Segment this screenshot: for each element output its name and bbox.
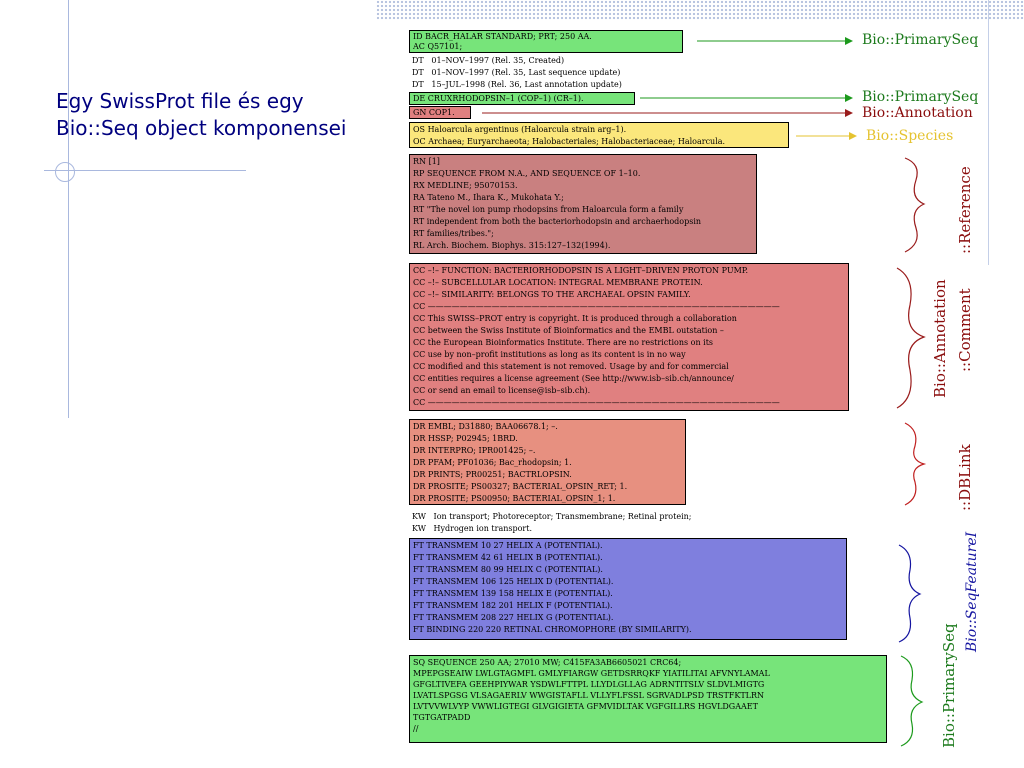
record-line: FT TRANSMEM 42 61 HELIX B (POTENTIAL).	[413, 553, 603, 562]
sequence-box: SQ SEQUENCE 250 AA; 27010 MW; C415FA3AB6…	[409, 655, 887, 743]
record-line: KW Ion transport; Photoreceptor; Transme…	[412, 512, 692, 521]
record-line: DT 15–JUL–1998 (Rel. 36, Last annotation…	[412, 80, 622, 89]
record-line: CC the European Bioinformatics Institute…	[413, 338, 714, 347]
record-line: ID BACR_HALAR STANDARD; PRT; 250 AA.	[413, 32, 592, 41]
record-line: OC Archaea; Euryarchaeota; Halobacterial…	[413, 137, 726, 146]
feature-box: FT TRANSMEM 10 27 HELIX A (POTENTIAL). F…	[409, 538, 847, 640]
record-line: DT 01–NOV–1997 (Rel. 35, Last sequence u…	[412, 68, 621, 77]
record-line: RL Arch. Biochem. Biophys. 315:127–132(1…	[413, 241, 611, 250]
record-line: DR PROSITE; PS00950; BACTERIAL_OPSIN_1; …	[413, 494, 616, 503]
record-line: CC use by non–profit institutions as lon…	[413, 350, 686, 359]
record-line: GFGLTIVEFA GEEHPIYWAR YSDWLFTTPL LLYDLGL…	[413, 680, 765, 689]
slide-title: Egy SwissProt file és egy Bio::Seq objec…	[56, 88, 396, 142]
record-line: CC —————————————————————————————————————…	[413, 398, 780, 407]
dotted-header-band	[376, 0, 1024, 20]
record-line: FT BINDING 220 220 RETINAL CHROMOPHORE (…	[413, 625, 692, 634]
record-line: CC This SWISS–PROT entry is copyright. I…	[413, 314, 737, 323]
label-primaryseq-2: Bio::PrimarySeq	[862, 89, 979, 105]
record-line: RT families/tribes.";	[413, 229, 494, 238]
record-line: AC Q57101;	[413, 42, 463, 51]
record-line: FT TRANSMEM 106 125 HELIX D (POTENTIAL).	[413, 577, 614, 586]
decorative-circle	[55, 162, 75, 182]
de-box: DE CRUXRHODOPSIN–1 (COP–1) (CR–1).	[409, 92, 635, 105]
record-line: DR EMBL; D31880; BAA06678.1; –.	[413, 422, 558, 431]
reference-box: RN [1] RP SEQUENCE FROM N.A., AND SEQUEN…	[409, 154, 757, 254]
label-annotation: Bio::Annotation	[862, 105, 973, 121]
record-line: //	[413, 724, 419, 733]
label-comment: ::Comment	[956, 288, 974, 372]
record-line: LVTVVWLVYP VWWLIGTEGI GLVGIGIETA GFMVIDL…	[413, 702, 758, 711]
label-primaryseq-vertical: Bio::PrimarySeq	[940, 623, 958, 748]
record-line: RT independent from both the bacteriorho…	[413, 217, 702, 226]
record-line: CC —————————————————————————————————————…	[413, 302, 780, 311]
record-line: CC –!– SUBCELLULAR LOCATION: INTEGRAL ME…	[413, 278, 703, 287]
label-dblink: ::DBLink	[956, 444, 974, 511]
gn-box: GN COP1.	[409, 106, 471, 119]
record-line: DR HSSP; P02945; 1BRD.	[413, 434, 518, 443]
label-seqfeature: Bio::SeqFeatureI	[964, 531, 980, 652]
record-line: TGTGATPADD	[413, 713, 471, 722]
record-line: FT TRANSMEM 139 158 HELIX E (POTENTIAL).	[413, 589, 613, 598]
record-line: KW Hydrogen ion transport.	[412, 524, 533, 533]
record-line: RX MEDLINE; 95070153.	[413, 181, 518, 190]
label-bio-annotation-vertical: Bio::Annotation	[931, 279, 949, 398]
id-ac-box: ID BACR_HALAR STANDARD; PRT; 250 AA. AC …	[409, 30, 683, 53]
record-line: CC between the Swiss Institute of Bioinf…	[413, 326, 724, 335]
brace-dblink	[904, 422, 927, 506]
label-primaryseq-1: Bio::PrimarySeq	[862, 32, 979, 48]
record-line: GN COP1.	[413, 108, 455, 117]
record-line: DE CRUXRHODOPSIN–1 (COP–1) (CR–1).	[413, 94, 584, 103]
record-line: RP SEQUENCE FROM N.A., AND SEQUENCE OF 1…	[413, 169, 641, 178]
record-line: MPEPGSEAIW LWLGTAGMFL GMLYFIARGW GETDSRR…	[413, 669, 770, 678]
record-line: RT "The novel ion pump rhodopsins from H…	[413, 205, 684, 214]
brace-reference	[904, 157, 926, 253]
record-line: FT TRANSMEM 80 99 HELIX C (POTENTIAL).	[413, 565, 603, 574]
brace-seqfeature	[898, 544, 922, 643]
label-reference: ::Reference	[956, 166, 974, 254]
record-line: FT TRANSMEM 182 201 HELIX F (POTENTIAL).	[413, 601, 613, 610]
record-line: FT TRANSMEM 208 227 HELIX G (POTENTIAL).	[413, 613, 614, 622]
record-line: SQ SEQUENCE 250 AA; 27010 MW; C415FA3AB6…	[413, 658, 682, 667]
brace-comment	[896, 267, 926, 409]
record-line: LVATLSPGSG VLSAGAERLV WWGISTAFLL VLLYFLF…	[413, 691, 764, 700]
decorative-right-line	[988, 0, 989, 265]
record-line: DR INTERPRO; IPR001425; –.	[413, 446, 536, 455]
record-line: OS Haloarcula argentinus (Haloarcula str…	[413, 125, 627, 134]
slide-title-line-1: Egy SwissProt file és egy	[56, 89, 304, 113]
record-line: RN [1]	[413, 157, 440, 166]
brace-primaryseq	[900, 655, 924, 747]
label-species: Bio::Species	[866, 128, 954, 144]
os-oc-box: OS Haloarcula argentinus (Haloarcula str…	[409, 122, 789, 148]
decorative-horizontal-line	[44, 170, 246, 171]
record-line: CC –!– SIMILARITY: BELONGS TO THE ARCHAE…	[413, 290, 691, 299]
record-line: RA Tateno M., Ihara K., Mukohata Y.;	[413, 193, 564, 202]
record-line: DR PFAM; PF01036; Bac_rhodopsin; 1.	[413, 458, 572, 467]
record-line: DT 01–NOV–1997 (Rel. 35, Created)	[412, 56, 565, 65]
slide-title-line-2: Bio::Seq object komponensei	[56, 116, 347, 140]
record-line: DR PROSITE; PS00327; BACTERIAL_OPSIN_RET…	[413, 482, 628, 491]
record-line: CC –!– FUNCTION: BACTERIORHODOPSIN IS A …	[413, 266, 749, 275]
record-line: FT TRANSMEM 10 27 HELIX A (POTENTIAL).	[413, 541, 603, 550]
record-line: CC modified and this statement is not re…	[413, 362, 729, 371]
record-line: DR PRINTS; PR00251; BACTRLOPSIN.	[413, 470, 572, 479]
decorative-vertical-line	[68, 0, 69, 418]
record-line: CC entities requires a license agreement…	[413, 374, 734, 383]
record-line: CC or send an email to license@isb–sib.c…	[413, 386, 591, 395]
dblink-box: DR EMBL; D31880; BAA06678.1; –. DR HSSP;…	[409, 419, 686, 505]
comment-box: CC –!– FUNCTION: BACTERIORHODOPSIN IS A …	[409, 263, 849, 411]
